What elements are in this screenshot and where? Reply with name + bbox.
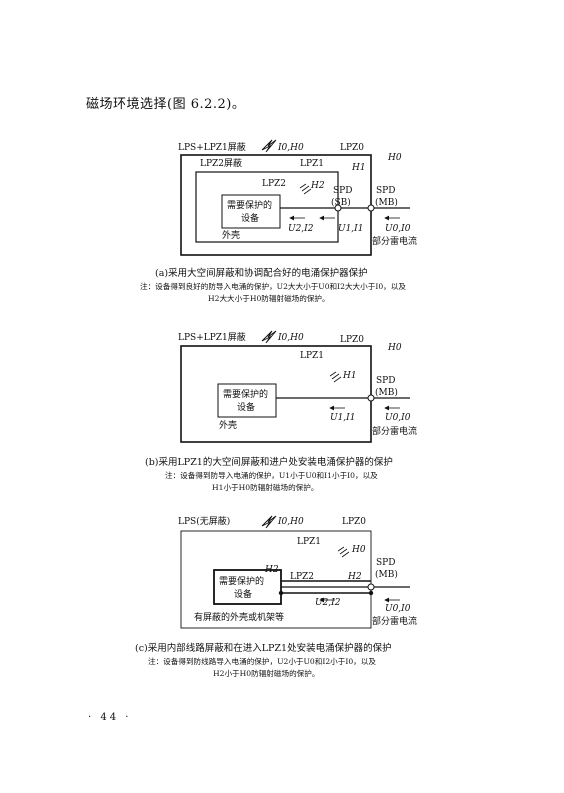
spd-mb-node-c	[367, 583, 375, 591]
lps-label-c: LPS(无屏蔽)	[178, 515, 230, 527]
diagram-c: LPS(无屏蔽) I0,H0 LPZ0 LPZ1 H0 H2 需要保护的 设备 …	[135, 515, 417, 678]
spd-sb-label-a-1: SPD	[333, 186, 352, 196]
equipment-box-a	[221, 194, 281, 229]
h2-label-a: H2	[310, 181, 325, 191]
equipment-label-a-2: 设备	[241, 212, 259, 224]
h0-label-a: H0	[387, 153, 402, 163]
spd-sb-label-a-2: (SB)	[331, 197, 351, 208]
housing-label-c: 有屏蔽的外壳或机架等	[194, 611, 284, 623]
u0i0-label-b: U0,I0	[385, 413, 411, 423]
equipment-label-c-1: 需要保护的	[219, 575, 264, 587]
note-c-2: H2小于H0防辐射磁场的保护。	[213, 668, 319, 678]
bond-point-c	[368, 590, 374, 596]
caption-a: (a)采用大空间屏蔽和协调配合好的电涌保护器保护	[155, 267, 368, 279]
equipment-box-b	[217, 383, 277, 418]
equipment-label-b-1: 需要保护的	[223, 388, 268, 400]
note-c-1: 注：设备得到防线路导入电涌的保护，U2小于U0和I2小于I0，以及	[148, 656, 376, 666]
lightning-label-c: I0,H0	[277, 517, 304, 527]
spd-mb-label-c-1: SPD	[376, 558, 395, 568]
h0-label-c: H0	[351, 545, 366, 555]
lps-label-b: LPS+LPZ1屏蔽	[178, 331, 246, 343]
intro-text: 磁场环境选择(图 6.2.2)。	[86, 97, 246, 112]
spd-mb-node-b	[367, 394, 375, 402]
h1-label-a: H1	[351, 163, 366, 173]
spd-mb-label-a-1: SPD	[376, 186, 395, 196]
lpz2-label-a: LPZ2	[262, 179, 286, 189]
note-b-1: 注：设备得到防导入电涌的保护，U1小于U0和I1小于I0，以及	[165, 470, 378, 480]
field-icon	[329, 371, 342, 383]
note-a-1: 注：设备得到良好的防导入电涌的保护，U2大大小于U0和I2大大小于I0，以及	[140, 281, 406, 291]
bond-point-c	[278, 590, 284, 596]
lpz0-label-c: LPZ0	[342, 517, 366, 527]
lpz2-label-c: LPZ2	[290, 572, 314, 582]
lpz1-boundary-c	[180, 530, 372, 629]
partial-current-label-b: 部分雷电流	[372, 425, 417, 437]
page-number: · 44 ·	[88, 712, 132, 723]
equipment-label-b-2: 设备	[237, 401, 255, 413]
u0i0-label-a: U0,I0	[385, 224, 411, 234]
housing-label-a: 外壳	[222, 229, 240, 241]
spd-mb-label-b-1: SPD	[376, 376, 395, 386]
note-a-2: H2大大小于H0防辐射磁场的保护。	[208, 293, 330, 303]
diagram-a: LPS+LPZ1屏蔽 I0,H0 LPZ0 H0 LPZ2屏蔽 LPZ1 H1 …	[140, 139, 417, 303]
lpz1-outer-shield-b	[180, 345, 372, 443]
housing-label-b: 外壳	[219, 419, 237, 431]
partial-current-label-c: 部分雷电流	[372, 615, 417, 627]
h2-top-label-c: H2	[264, 565, 279, 575]
lpz0-label-a: LPZ0	[340, 143, 364, 153]
lpz0-label-b: LPZ0	[340, 335, 364, 345]
u2i2-label-a: U2,I2	[288, 224, 314, 234]
lightning-icon	[261, 330, 277, 344]
lightning-label-b: I0,H0	[277, 333, 304, 343]
lightning-icon	[261, 139, 277, 153]
u2i2-label-c: U2,I2	[315, 598, 341, 608]
spd-sb-node-a	[334, 204, 342, 212]
spd-mb-label-a-2: (MB)	[375, 197, 398, 208]
u1i1-label-b: U1,I1	[330, 413, 355, 423]
spd-mb-label-b-2: (MB)	[375, 387, 398, 398]
lps-label-a: LPS+LPZ1屏蔽	[178, 141, 246, 153]
caption-b: (b)采用LPZ1的大空间屏蔽和进户处安装电涌保护器的保护	[145, 456, 393, 468]
caption-c: (c)采用内部线路屏蔽和在进入LPZ1处安装电涌保护器的保护	[135, 642, 392, 654]
lpz1-label-c: LPZ1	[297, 537, 321, 547]
equipment-label-c-2: 设备	[234, 588, 252, 600]
lightning-icon	[261, 515, 277, 529]
h0-label-b: H0	[387, 343, 402, 353]
u1i1-label-a: U1,I1	[338, 224, 363, 234]
field-icon	[337, 546, 350, 558]
lpz1-label-b: LPZ1	[300, 351, 324, 361]
h1-label-b: H1	[342, 371, 357, 381]
diagram-b: LPS+LPZ1屏蔽 I0,H0 LPZ0 H0 LPZ1 H1 需要保护的 设…	[145, 330, 417, 492]
spd-mb-node-a	[367, 204, 375, 212]
spd-mb-label-c-2: (MB)	[375, 569, 398, 580]
note-b-2: H1小于H0防辐射磁场的保护。	[212, 482, 318, 492]
lpz2-shield-label-a: LPZ2屏蔽	[200, 157, 242, 169]
h2-line-label-c: H2	[347, 572, 362, 582]
equipment-label-a-1: 需要保护的	[227, 199, 272, 211]
partial-current-label-a: 部分雷电流	[372, 235, 417, 247]
lightning-label-a: I0,H0	[277, 143, 304, 153]
u0i0-label-c: U0,I0	[385, 604, 411, 614]
lpz1-label-a: LPZ1	[300, 159, 324, 169]
field-icon	[299, 183, 312, 195]
